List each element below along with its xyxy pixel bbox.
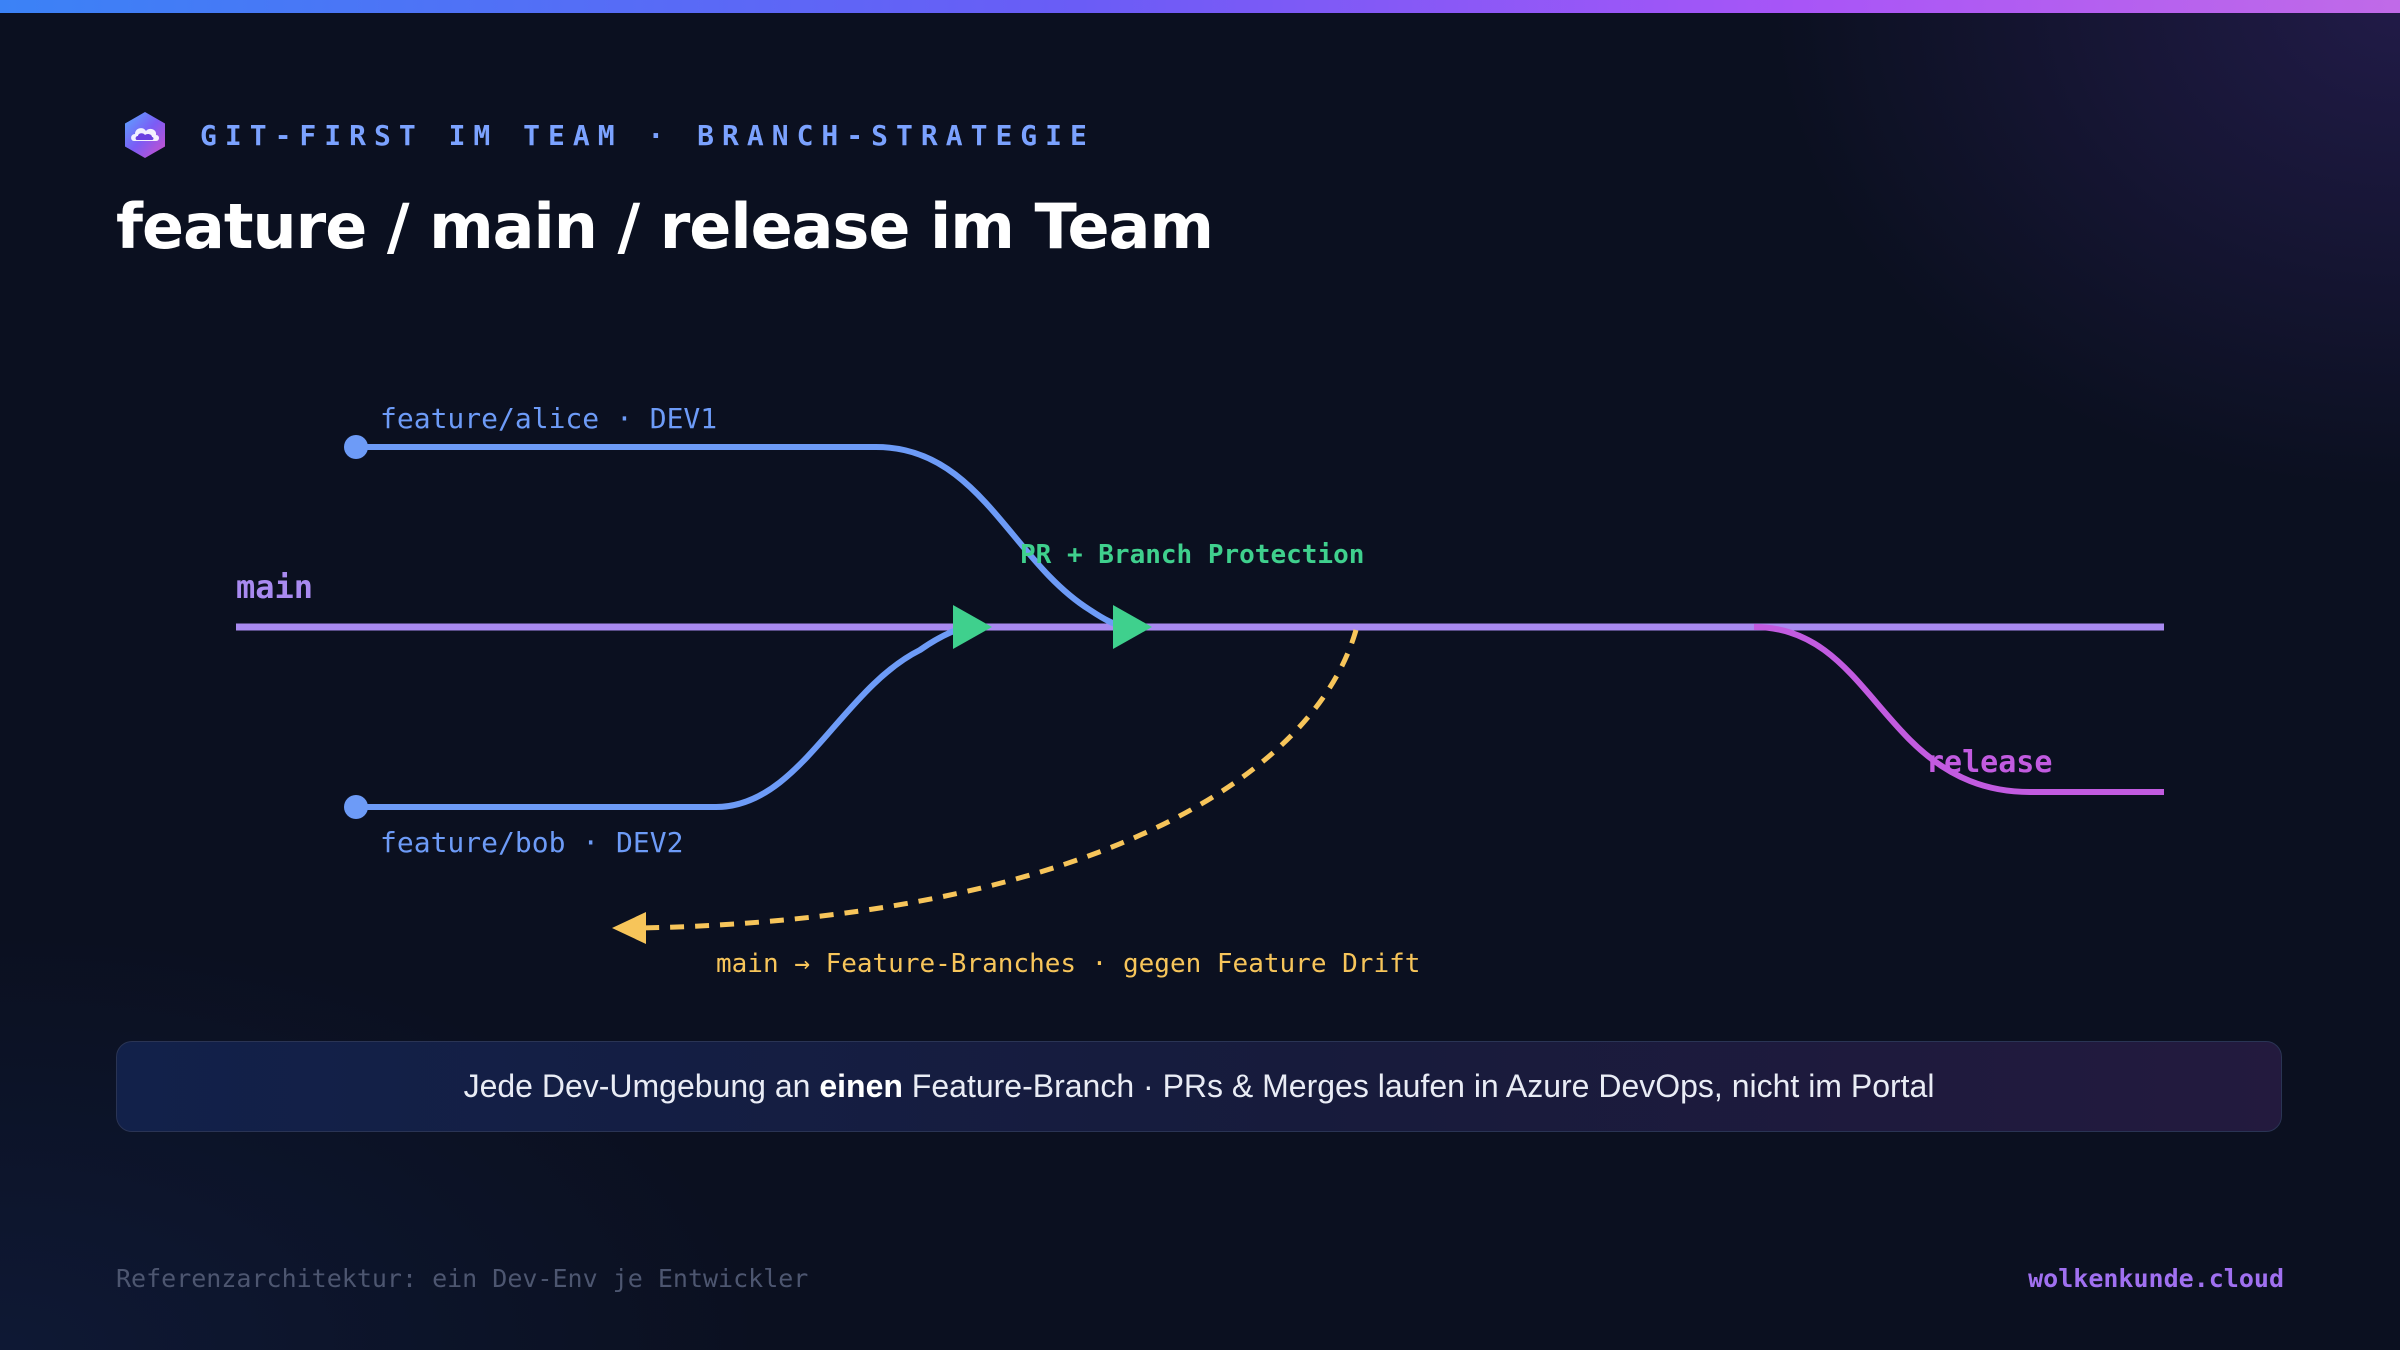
release-branch-line [1753, 624, 2164, 795]
feature-bob-label: feature/bob · DEV2 [380, 826, 683, 859]
sync-arrow-line [639, 629, 1359, 931]
eyebrow-text: GIT-FIRST IM TEAM · BRANCH-STRATEGIE [200, 118, 1095, 152]
merge-arrow-alice [1113, 605, 1152, 649]
feature-alice-label: feature/alice · DEV1 [380, 402, 717, 435]
footer-brand: wolkenkunde.cloud [2028, 1264, 2284, 1293]
sync-label: main → Feature-Branches · gegen Feature … [716, 949, 1420, 979]
feature-bob-line [356, 624, 966, 810]
page-title: feature / main / release im Team [116, 190, 1214, 263]
pr-protection-label: PR + Branch Protection [1020, 540, 1364, 570]
release-branch-label: release [1926, 745, 2052, 780]
callout-prefix: Jede Dev-Umgebung an [463, 1068, 820, 1104]
footer-note: Referenzarchitektur: ein Dev-Env je Entw… [116, 1264, 809, 1293]
eyebrow: GIT-FIRST IM TEAM · BRANCH-STRATEGIE [120, 110, 1095, 160]
feature-alice-start-dot [344, 435, 368, 459]
cloud-logo-icon [125, 112, 165, 158]
feature-alice-line [356, 444, 1126, 630]
sync-arrowhead [612, 912, 646, 944]
feature-bob-start-dot [344, 795, 368, 819]
info-callout: Jede Dev-Umgebung an einen Feature-Branc… [116, 1041, 2282, 1132]
accent-top-bar [0, 0, 2400, 13]
callout-suffix: Feature-Branch · PRs & Merges laufen in … [902, 1068, 1935, 1104]
callout-emphasis: einen [819, 1068, 903, 1104]
main-branch-label: main [236, 568, 313, 606]
merge-arrow-bob [953, 605, 992, 649]
